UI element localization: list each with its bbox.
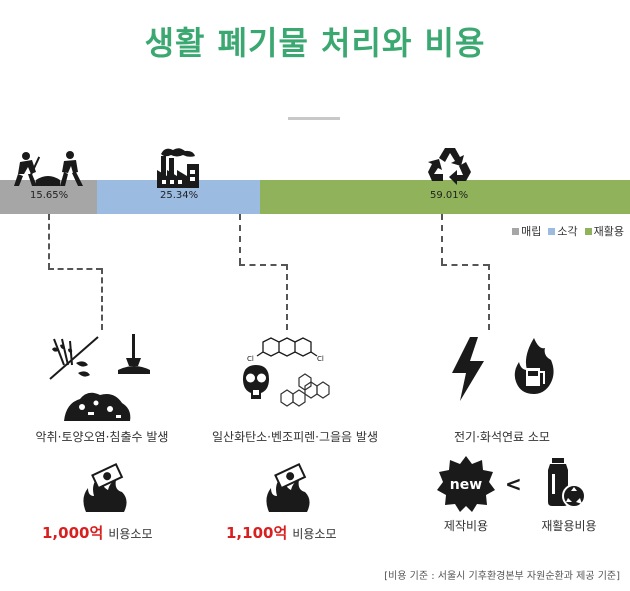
workers-icon	[12, 150, 84, 188]
recycling-cost-label: 재활용비용	[541, 519, 597, 533]
dioxin-molecule-icon: Cl Cl	[245, 334, 329, 366]
gas-mask-icon	[241, 364, 271, 400]
connector-line	[101, 268, 103, 330]
molecule-label-right: Cl	[317, 355, 324, 363]
legend-swatch	[548, 227, 556, 235]
benzopyrene-molecule-icon	[275, 372, 337, 412]
title-divider	[288, 117, 340, 120]
legend-item-landfill: 매립	[512, 223, 541, 239]
connector-line	[488, 264, 490, 330]
recycle-icon	[428, 146, 472, 186]
connector-line	[286, 264, 288, 330]
comparison-symbol: <	[505, 472, 522, 496]
garbage-pile-icon	[62, 385, 132, 421]
page-title: 생활 폐기물 처리와 비용	[144, 24, 486, 62]
connector-line	[48, 214, 50, 269]
legend-label: 매립	[521, 225, 542, 238]
landfill-effect-text: 악취·토양오염·침출수 발생	[35, 430, 169, 444]
percent-recycling: 59.01%	[430, 190, 469, 201]
legend-swatch	[512, 227, 520, 235]
connector-line	[48, 268, 102, 270]
factory-icon	[155, 146, 201, 188]
legend-item-incineration: 소각	[548, 223, 578, 239]
burning-money-icon	[263, 460, 313, 512]
legend-label: 재활용	[593, 225, 624, 238]
percent-incineration: 25.34%	[160, 190, 199, 201]
source-footnote: [비용 기준 : 서울시 기후환경본부 자원순환과 제공 기준]	[384, 571, 620, 582]
incineration-cost: 1,100억 비용소모	[226, 522, 337, 543]
fuel-fire-icon	[513, 338, 555, 394]
incineration-cost-amount: 1,100억	[226, 524, 288, 542]
connector-line	[239, 214, 241, 264]
production-cost-label: 제작비용	[443, 519, 489, 533]
connector-line	[441, 264, 489, 266]
new-badge-icon: new	[437, 456, 495, 512]
recycle-bottle-icon	[544, 458, 586, 510]
connector-line	[441, 214, 443, 264]
landfill-cost-unit: 비용소모	[108, 527, 153, 541]
pollution-plants-icon	[48, 335, 100, 381]
legend-label: 소각	[557, 225, 578, 238]
percent-landfill: 15.65%	[30, 190, 69, 201]
lightning-icon	[450, 337, 486, 401]
landfill-cost-amount: 1,000억	[42, 524, 104, 542]
landfill-cost: 1,000억 비용소모	[42, 522, 153, 543]
chart-legend: 매립 소각 재활용	[512, 223, 624, 239]
incineration-effect-text: 일산화탄소·벤조피렌·그을음 발생	[211, 430, 378, 444]
burning-money-icon	[80, 460, 130, 512]
bar-segment-recycling	[260, 180, 630, 214]
legend-item-recycling: 재활용	[584, 223, 624, 239]
molecule-label-left: Cl	[247, 355, 254, 363]
new-badge-text: new	[450, 477, 482, 493]
shovel-icon	[114, 332, 154, 374]
connector-line	[239, 264, 287, 266]
recycling-effect-text: 전기·화석연료 소모	[454, 430, 550, 444]
incineration-cost-unit: 비용소모	[292, 527, 337, 541]
legend-swatch	[584, 227, 592, 235]
